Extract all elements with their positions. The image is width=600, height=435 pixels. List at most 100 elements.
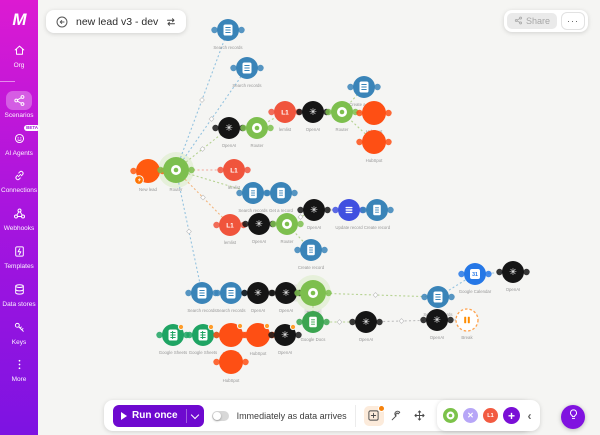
sidebar-item-keys[interactable]: Keys [0,318,38,347]
share-button[interactable]: Share [506,13,557,29]
edge-filter-icon[interactable] [200,194,206,201]
node-d2-doc[interactable]: Create record [360,199,394,230]
warning-badge [236,322,244,330]
svg-text:✳: ✳ [281,330,289,341]
node-rt1-router[interactable]: Router [325,101,359,132]
node-ho2-plain[interactable]: HubSpot [240,322,276,356]
node-label: Create a record [349,102,379,107]
svg-text:✳: ✳ [362,317,370,328]
add-module-button[interactable]: + [503,407,520,424]
node-ho3-plain[interactable]: HubSpot [213,350,249,383]
scheduling-toggle-label: Immediately as data arrives [236,410,347,421]
node-gs1-sheet[interactable]: Google Sheets [156,323,190,355]
scenario-title: new lead v3 - dev [76,15,159,28]
node-label: Google Sheets [189,350,217,355]
node-in1-bars[interactable]: Update record [332,199,366,230]
node-oa5-ai[interactable]: ✳OpenAI [496,261,530,292]
warning-badge [289,323,297,331]
edge-filter-icon[interactable] [199,97,205,103]
sidebar-item-label: Data stores [2,300,36,308]
node-label: Create record [298,265,325,270]
edge-filter-icon[interactable] [336,319,343,325]
favorite-lemlist-button[interactable]: L1 [483,408,498,423]
edge-filter-icon[interactable] [372,292,379,298]
node-label: Create record [364,225,391,230]
node-label: HubSpot [366,158,384,163]
node-label: OpenAI [506,287,521,292]
more-options-button[interactable]: ··· [561,12,585,30]
node-oa2-ai[interactable]: ✳OpenAI [212,117,246,148]
node-rt2-router[interactable]: Router [240,117,274,148]
sidebar-item-label: Keys [11,338,27,346]
help-button[interactable] [561,405,585,429]
sidebar-item-templates[interactable]: Templates [0,242,38,271]
run-options-chevron[interactable] [187,405,204,427]
move-icon[interactable] [410,406,430,426]
node-label: HubSpot [250,351,268,356]
node-t1-list[interactable]: Search records [211,19,245,50]
node-ob1-ai[interactable]: ✳OpenAI [241,282,275,313]
node-d1-doc[interactable]: Get a record [264,182,298,213]
node-label: Google Calendar [459,289,492,294]
node-label: Google Docs [301,337,326,342]
make-logo[interactable]: M [12,10,26,29]
node-label: New lead [139,187,158,192]
sidebar-item-more[interactable]: More [0,355,38,384]
node-m1-doc[interactable]: Search records [236,182,270,213]
sidebar-item-org[interactable]: Org [0,41,38,70]
flow-control-button[interactable]: ✕ [463,408,478,423]
edge-filter-icon[interactable] [297,214,304,220]
auto-align-icon[interactable] [363,404,385,426]
node-ob2-ai[interactable]: ✳OpenAI [269,282,303,313]
home-icon [6,41,32,60]
node-t2-list[interactable]: Search records [230,57,264,88]
node-ob4-ai[interactable]: ✳OpenAI [268,323,302,355]
node-bc1-list[interactable]: Search records [185,282,219,313]
node-d3-doc[interactable]: Create record [294,239,328,270]
robot-icon: BETA [6,124,40,148]
ellipsis-icon [6,355,32,374]
collapse-button[interactable]: ‹ [527,408,532,423]
run-once-button[interactable]: Run once [113,404,204,427]
node-b1-list[interactable]: Create a record [347,76,381,107]
node-rt3-router[interactable]: Router [270,213,304,244]
node-label: OpenAI [306,127,321,132]
magic-tools-icon[interactable] [387,406,407,426]
node-oa3-ai[interactable]: ✳OpenAI [242,213,276,244]
node-label: Update record [335,225,363,230]
sidebar-item-connections[interactable]: Connections [0,166,38,195]
node-ob3-ai[interactable]: ✳OpenAI [349,311,383,342]
sidebar-item-webhooks[interactable]: Webhooks [0,204,38,233]
node-bl2-list[interactable]: Search records [421,286,455,317]
scheduling-toggle[interactable] [211,410,229,421]
sidebar-item-label: Webhooks [3,225,35,233]
swap-icon[interactable] [165,16,177,28]
back-arrow-icon[interactable] [55,15,69,29]
node-oa4-ai[interactable]: ✳OpenAI [297,199,331,230]
sidebar-item-data-stores[interactable]: Data stores [0,280,38,309]
node-h2-plain[interactable]: HubSpot [356,130,392,163]
edge-filter-icon[interactable] [398,318,405,324]
sidebar-item-scenarios[interactable]: Scenarios [0,90,38,120]
edge-filter-icon[interactable] [208,116,215,122]
scenario-title-card: new lead v3 - dev [46,10,187,33]
edge-filter-icon[interactable] [199,146,206,152]
node-oa1-ai[interactable]: ✳OpenAI [296,101,330,132]
warning-badge [263,322,271,330]
node-rt0-router[interactable]: Router [157,157,195,192]
svg-text:L1: L1 [230,168,238,175]
node-gd1-doc[interactable]: Google Docs [296,311,330,342]
node-brk-pause[interactable]: Break [455,308,479,340]
edge-rt0-bc1 [175,169,203,294]
node-bc2-list[interactable]: Search records [214,282,248,313]
node-label: Router [170,187,183,192]
node-oa6-ai[interactable]: ✳OpenAI [420,309,454,340]
node-gs2-sheet[interactable]: Google Sheets [186,323,220,355]
favorite-apps-button[interactable] [443,408,458,423]
edge-filter-icon[interactable] [186,228,192,235]
